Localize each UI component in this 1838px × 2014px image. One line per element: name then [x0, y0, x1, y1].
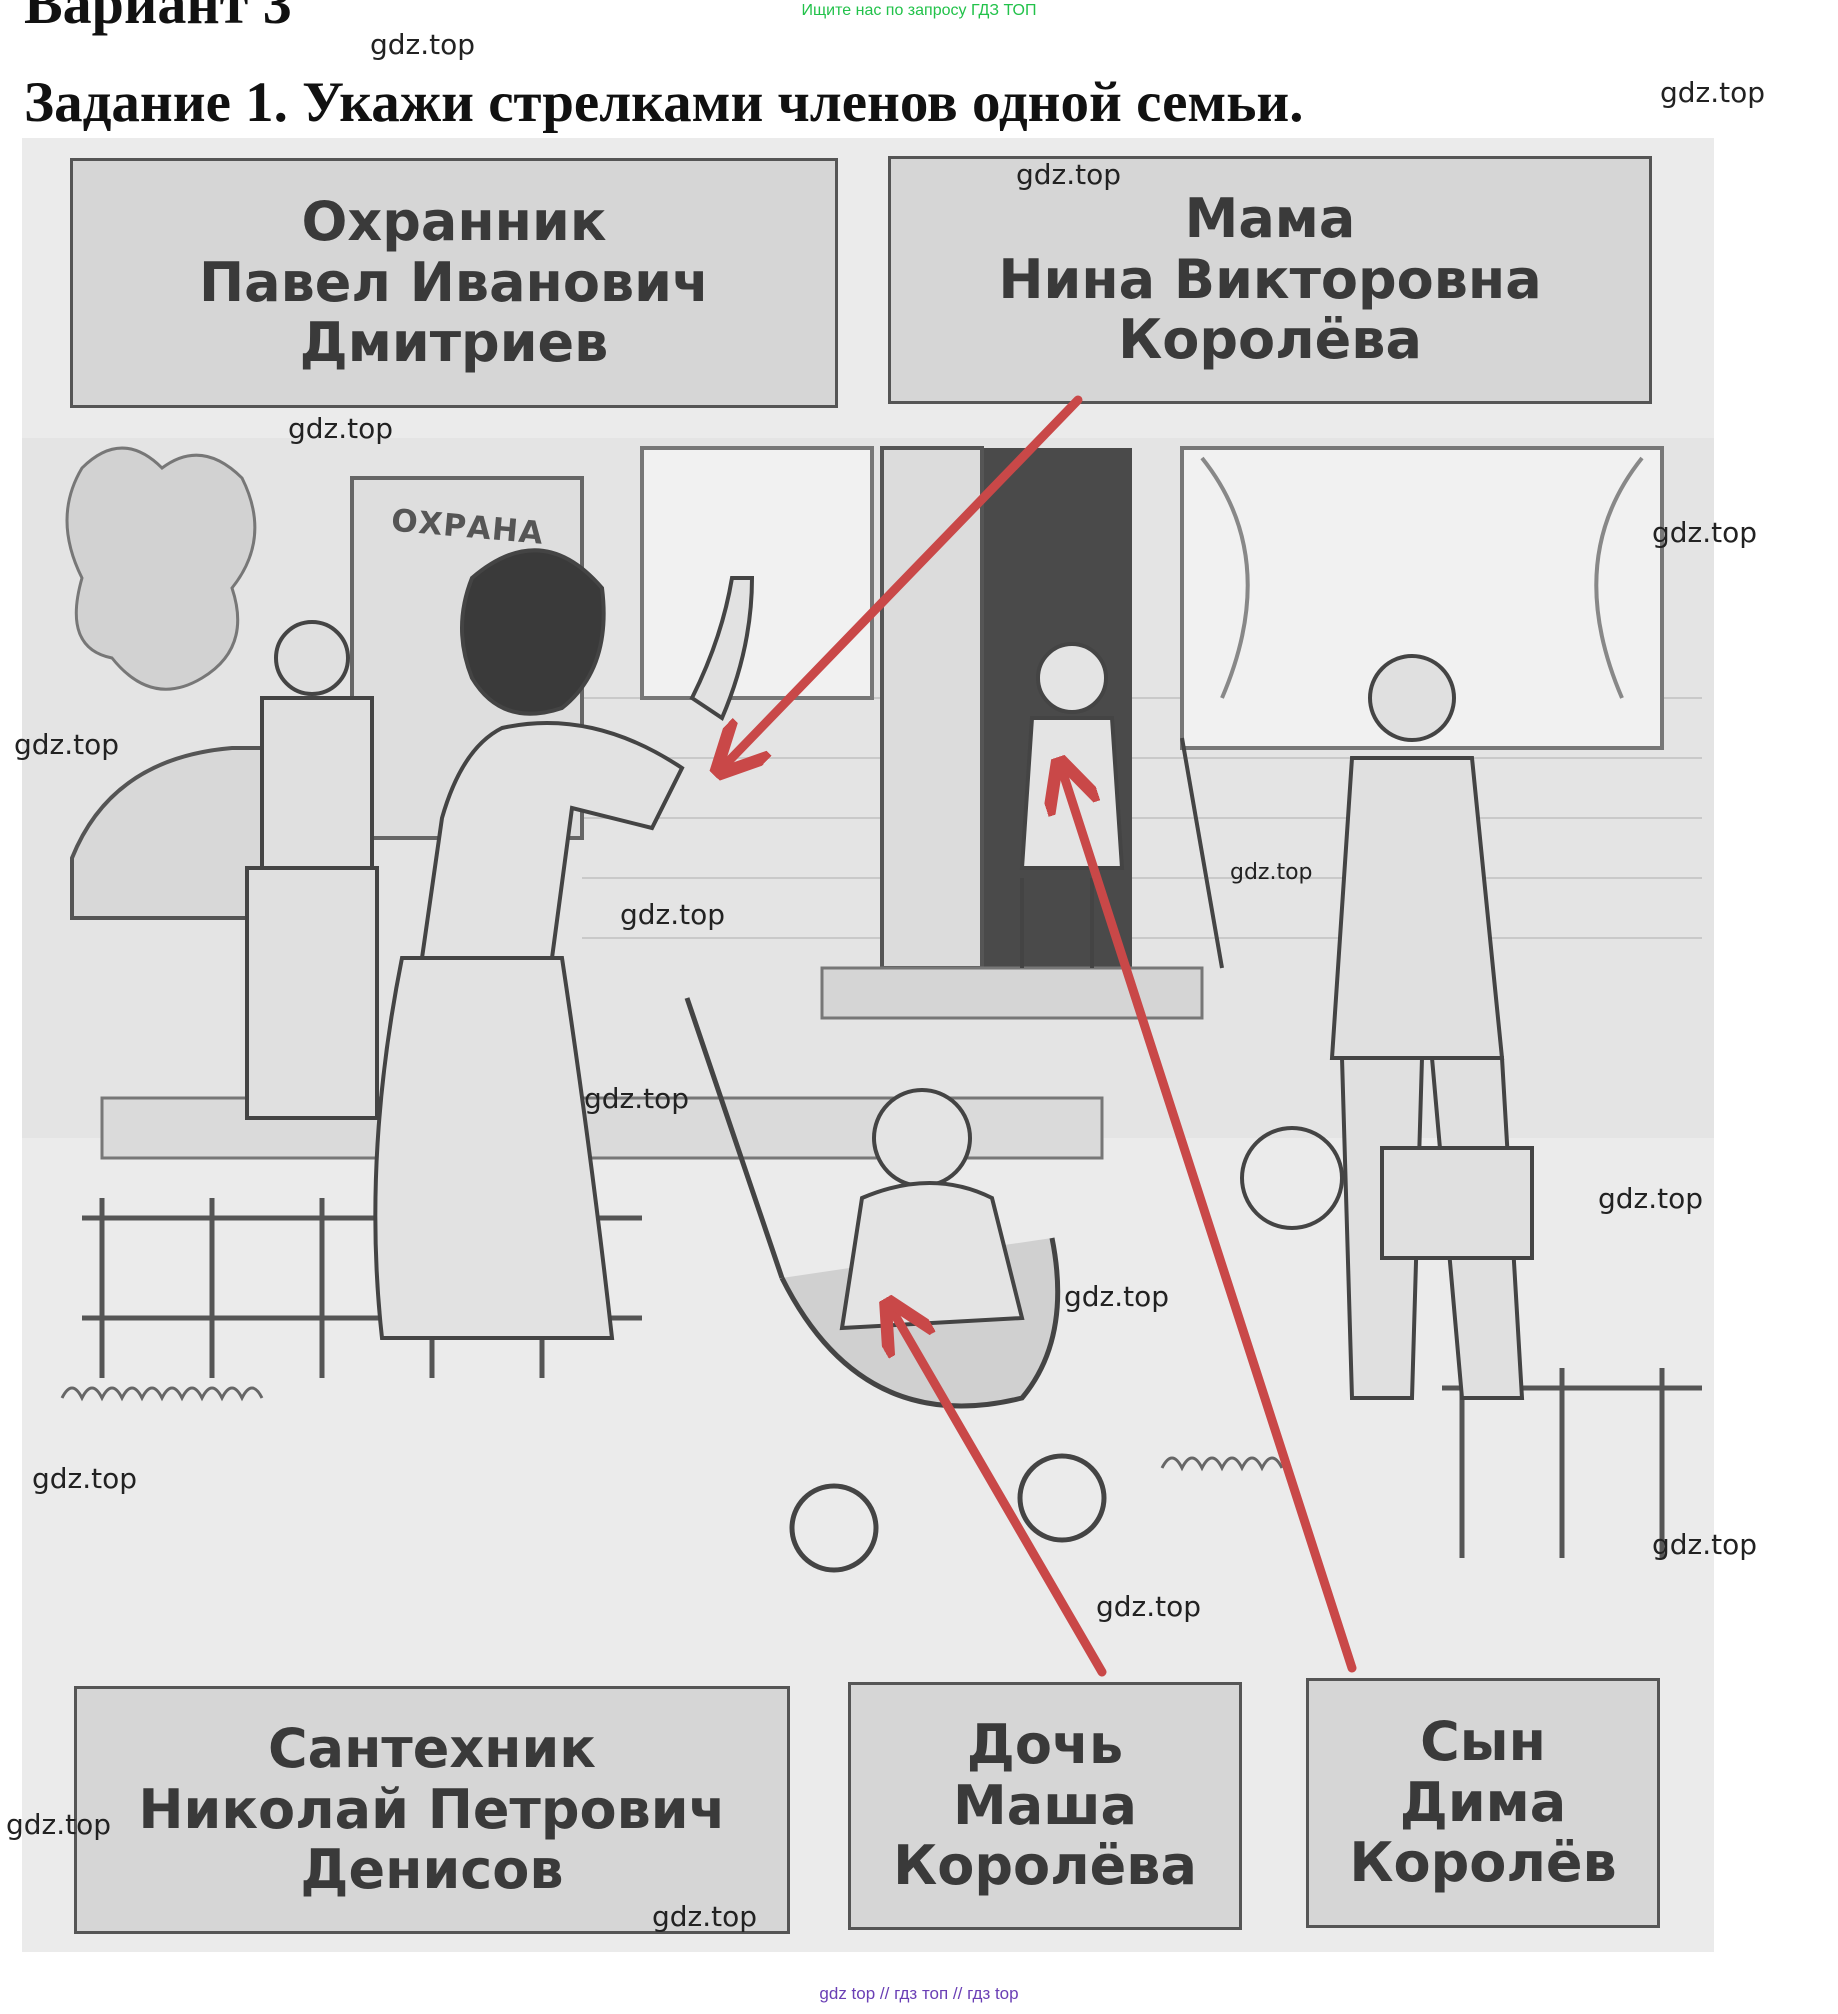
daughter-name: Маша	[953, 1773, 1137, 1837]
door	[880, 446, 984, 970]
steps	[820, 966, 1204, 1020]
guard-name-box[interactable]: Охранник Павел Иванович Дмитриев	[70, 158, 838, 408]
mom-role: Мама	[1184, 187, 1356, 251]
mom-name: Нина Викторовна	[998, 247, 1542, 311]
illustration: ОХРАНА Охранник Павел Иванович Дмитриев …	[22, 138, 1714, 1952]
guard-figure	[245, 620, 379, 1120]
watermark: gdz.top	[32, 1462, 138, 1495]
mom-name-box[interactable]: Мама Нина Викторовна Королёва	[888, 156, 1652, 404]
task-title: Задание 1. Укажи стрелками членов одной …	[24, 71, 1304, 134]
window-left	[640, 446, 874, 700]
tree	[65, 446, 257, 691]
guard-name: Павел Иванович	[198, 250, 710, 314]
partial-title: Вариант 3	[24, 0, 292, 36]
son-name-box[interactable]: Сын Дима Королёв	[1306, 1678, 1660, 1928]
watermark: gdz.top	[1064, 1280, 1170, 1313]
watermark: gdz.top	[1230, 860, 1313, 885]
watermark: gdz.top	[1598, 1182, 1704, 1215]
watermark: gdz.top	[6, 1808, 112, 1841]
plumber-surname: Денисов	[300, 1838, 564, 1902]
watermark: gdz.top	[1660, 76, 1766, 109]
watermark: gdz.top	[584, 1082, 690, 1115]
top-banner[interactable]: Ищите нас по запросу ГДЗ ТОП	[801, 2, 1037, 19]
curtain	[1200, 456, 1644, 699]
daughter-name-box[interactable]: Дочь Маша Королёва	[848, 1682, 1242, 1930]
plumber-name: Николай Петрович	[138, 1777, 726, 1841]
watermark: gdz.top	[370, 28, 476, 61]
grass	[60, 1386, 1284, 1472]
watermark: gdz.top	[288, 412, 394, 445]
watermark: gdz.top	[1016, 158, 1122, 191]
watermark: gdz.top	[652, 1900, 758, 1933]
mom-surname: Королёва	[1118, 308, 1422, 372]
plumber-role: Сантехник	[268, 1717, 596, 1781]
plumber-name-box[interactable]: Сантехник Николай Петрович Денисов	[74, 1686, 790, 1934]
son-surname: Королёв	[1349, 1831, 1617, 1895]
daughter-surname: Королёва	[893, 1834, 1197, 1898]
plumber-figure	[1240, 654, 1534, 1400]
woman-figure	[373, 548, 755, 1340]
watermark: gdz.top	[620, 898, 726, 931]
guard-surname: Дмитриев	[299, 311, 609, 375]
watermark: gdz.top	[1652, 1528, 1758, 1561]
footer-links[interactable]: gdz top // гдз топ // гдз top	[819, 1984, 1019, 2003]
guard-role: Охранник	[301, 190, 607, 254]
watermark: gdz.top	[1652, 516, 1758, 549]
son-role: Сын	[1420, 1710, 1546, 1774]
watermark: gdz.top	[1096, 1590, 1202, 1623]
watermark: gdz.top	[14, 728, 120, 761]
son-name: Дима	[1399, 1770, 1567, 1834]
daughter-role: Дочь	[966, 1713, 1124, 1777]
